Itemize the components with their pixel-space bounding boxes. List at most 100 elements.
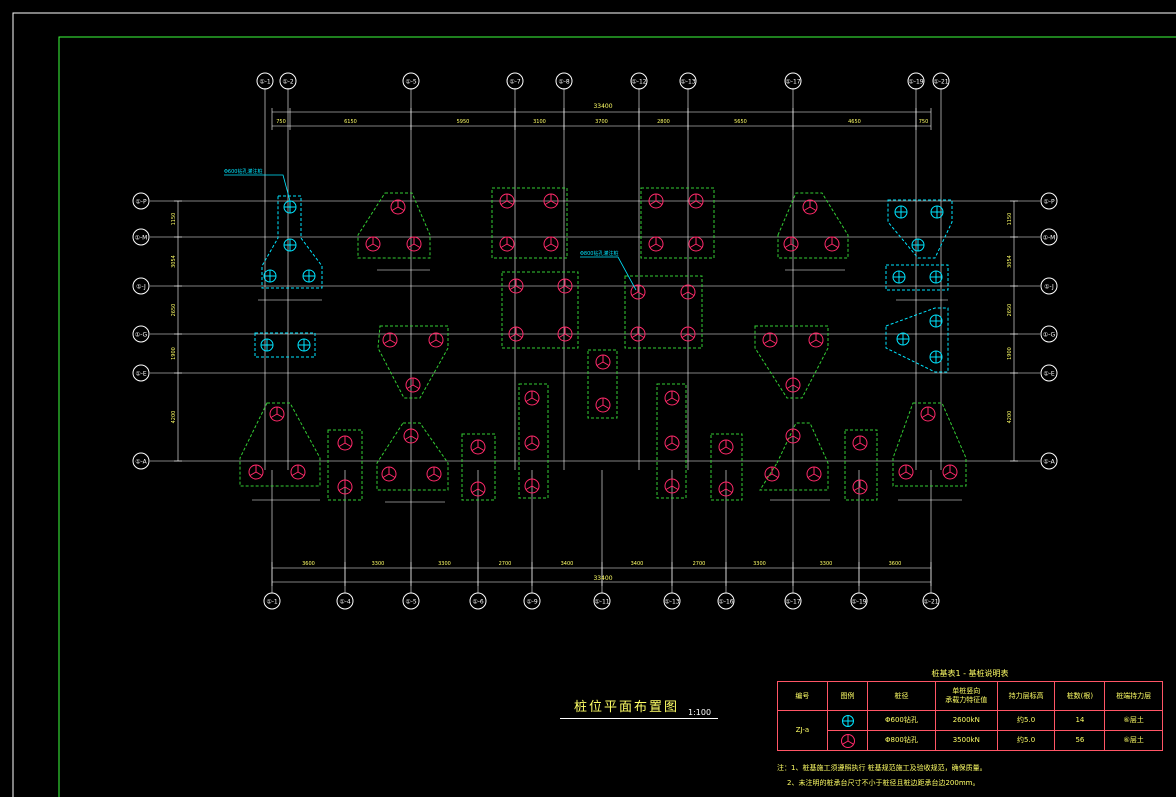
axis-bubble-right: [1040, 192, 1058, 210]
large-pile-spoke: [544, 200, 552, 205]
inner-frame: [58, 36, 1176, 797]
large-pile-spoke: [477, 446, 485, 451]
large-pile-spoke: [825, 243, 833, 248]
dim-top-text: 4650: [848, 119, 861, 125]
legend-layer: ⑥层土: [1104, 710, 1163, 731]
large-pile-spoke: [807, 473, 815, 478]
dim-right-text: 1150: [1007, 213, 1013, 226]
large-pile-spoke: [344, 442, 352, 447]
large-pile-spoke: [769, 339, 777, 344]
large-pile-spoke: [564, 285, 572, 290]
large-pile-spoke: [899, 471, 907, 476]
axis-bubble-right: [1040, 452, 1058, 470]
note-line: 2、未注明的桩承台尺寸不小于桩径且桩边距承台边200mm。: [787, 779, 980, 787]
large-pile-spoke: [429, 339, 437, 344]
pile-cap-rect: [656, 383, 687, 499]
note-line: 注：1、桩基施工须遵照执行 桩基规范施工及验收规范，确保质量。: [777, 764, 987, 772]
axis-bubble-top-label: ①-12: [631, 79, 646, 86]
axis-bubble-bottom-label: ①-17: [785, 599, 800, 606]
axis-bubble-bottom-label: ①-19: [851, 599, 866, 606]
legend-bearing: 约5.0: [996, 730, 1056, 751]
dim-right-text: 2650: [1007, 304, 1013, 317]
axis-bubble-bottom-label: ①-6: [472, 599, 484, 606]
large-pile-spoke: [853, 486, 861, 491]
dim-bottom-text: 3300: [820, 561, 833, 567]
drawing-notes: 注：1、桩基施工须遵照执行 桩基规范施工及验收规范，确保质量。 2、未注明的桩承…: [777, 761, 987, 791]
dim-bottom-total: 33400: [593, 575, 612, 582]
large-pile-spoke: [382, 473, 390, 478]
legend-bearing: 约5.0: [996, 710, 1056, 731]
axis-bubble-top: [907, 72, 925, 90]
axis-bubble-right-label: ①-A: [1043, 459, 1055, 466]
legend-header-cell: 桩数(根): [1054, 681, 1106, 711]
legend-row-small: ZJ-a Φ600钻孔 2600kN 约5.0 14 ⑥层土: [777, 710, 1163, 751]
legend-header-cell: 桩端持力层: [1104, 681, 1163, 711]
axis-bubble-left: [132, 228, 150, 246]
large-pile-spoke: [391, 206, 399, 211]
large-pile-spoke: [550, 200, 558, 205]
large-pile-spoke: [792, 435, 800, 440]
dim-left-text: 3054: [171, 255, 177, 268]
large-pile-spoke: [412, 384, 420, 389]
axis-bubble-top: [932, 72, 950, 90]
large-pile-spoke: [509, 333, 517, 338]
dim-bottom-text: 3300: [753, 561, 766, 567]
large-pile-spoke: [927, 413, 935, 418]
large-pile-spoke: [687, 291, 695, 296]
pile-cap-rect: [461, 433, 496, 501]
legend-count: 56: [1054, 730, 1106, 751]
axis-bubble-right-label: ①-G: [1043, 332, 1056, 339]
axis-bubble-right-label: ①-P: [1043, 199, 1055, 206]
axis-bubble-left: [132, 364, 150, 382]
axis-bubble-bottom-label: ①-16: [718, 599, 733, 606]
large-pile-spoke: [815, 339, 823, 344]
large-pile-spoke: [525, 485, 533, 490]
large-pile-spoke: [665, 485, 673, 490]
large-pile-spoke: [410, 435, 418, 440]
dim-top-text: 6150: [344, 119, 357, 125]
large-pile-spoke: [681, 291, 689, 296]
large-pile-spoke: [831, 243, 839, 248]
callout-leader: [224, 174, 291, 202]
large-pile-spoke: [471, 446, 479, 451]
large-pile-spoke: [413, 243, 421, 248]
large-pile-spoke: [372, 243, 380, 248]
large-pile-spoke: [665, 397, 673, 402]
dim-left-text: 1150: [171, 213, 177, 226]
axis-bubble-top-label: ①-21: [933, 79, 948, 86]
large-pile-spoke: [500, 243, 508, 248]
legend-capacity: 2600kN: [934, 710, 998, 731]
large-pile-spoke: [249, 471, 257, 476]
large-pile-spoke: [596, 361, 604, 366]
dim-top-text: 5950: [457, 119, 470, 125]
legend-grid: 编号 图例 桩径 单桩竖向 承载力特征值 持力层标高 桩数(根) 桩端持力层 Z…: [777, 681, 1163, 751]
pile-cap-cyan: [885, 307, 949, 373]
large-pile-spoke: [725, 488, 733, 493]
callout-leader: [580, 256, 637, 291]
axis-bubble-top: [555, 72, 573, 90]
large-pile-spoke: [813, 473, 821, 478]
large-pile-spoke: [344, 486, 352, 491]
legend-header-row: 编号 图例 桩径 单桩竖向 承载力特征值 持力层标高 桩数(根) 桩端持力层: [777, 681, 1163, 711]
large-pile-spoke: [771, 473, 779, 478]
legend-layer: ⑥层土: [1104, 730, 1163, 751]
legend-header-cell: 桩径: [867, 681, 936, 711]
axis-bubble-right-label: ①-E: [1043, 371, 1055, 378]
large-pile-spoke: [719, 488, 727, 493]
title-underline: [560, 718, 718, 719]
dim-right-text: 4200: [1007, 411, 1013, 424]
large-pile-spoke: [404, 435, 412, 440]
axis-bubble-left: [132, 192, 150, 210]
dim-bottom-text: 3300: [438, 561, 451, 567]
large-pile-spoke: [689, 243, 697, 248]
legend-row-large: Φ800钻孔 3500kN 约5.0 56 ⑥层土: [778, 730, 1163, 751]
large-pile-spoke: [786, 435, 794, 440]
legend-symbol-cell: [826, 710, 869, 731]
large-pile-spoke: [544, 243, 552, 248]
large-pile-spoke: [477, 488, 485, 493]
large-pile-spoke: [671, 485, 679, 490]
large-pile-spoke: [859, 442, 867, 447]
large-pile-spoke: [809, 206, 817, 211]
large-pile-spoke: [602, 404, 610, 409]
